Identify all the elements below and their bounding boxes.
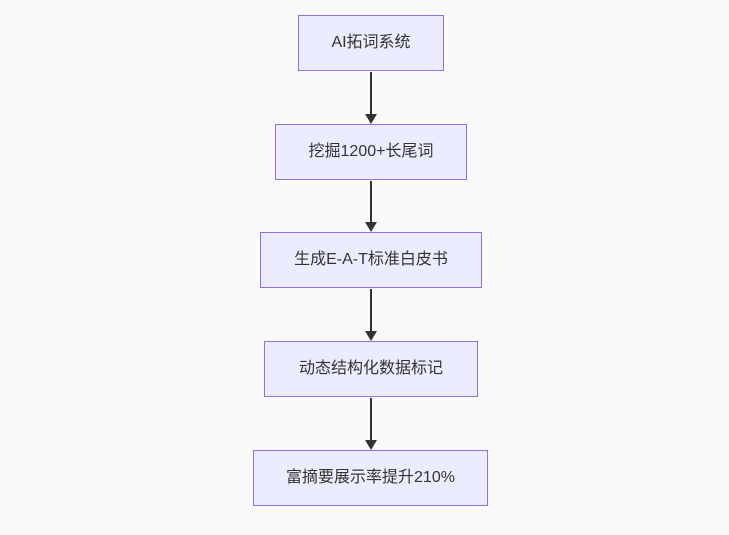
arrowhead-down-icon [365,222,377,232]
flow-arrow-4 [365,398,377,450]
flow-node-label: 挖掘1200+长尾词 [308,143,434,161]
arrowhead-down-icon [365,114,377,124]
flow-node-label: 富摘要展示率提升210% [286,469,455,487]
arrowhead-down-icon [365,331,377,341]
arrow-line [370,72,372,114]
flow-arrow-2 [365,181,377,232]
flow-node-eat-whitepaper: 生成E-A-T标准白皮书 [260,232,482,288]
flow-arrow-3 [365,289,377,341]
flow-arrow-1 [365,72,377,124]
flow-node-label: 动态结构化数据标记 [298,360,443,378]
flow-node-longtail-mining: 挖掘1200+长尾词 [275,124,467,180]
flow-node-ai-keyword-system: AI拓词系统 [298,15,444,71]
arrow-line [370,181,372,222]
arrow-line [370,289,372,331]
arrow-line [370,398,372,440]
arrowhead-down-icon [365,440,377,450]
flow-node-structured-data-markup: 动态结构化数据标记 [264,341,478,397]
flow-node-label: 生成E-A-T标准白皮书 [294,251,448,269]
flow-node-label: AI拓词系统 [331,34,411,52]
flow-node-rich-snippet-result: 富摘要展示率提升210% [253,450,488,506]
